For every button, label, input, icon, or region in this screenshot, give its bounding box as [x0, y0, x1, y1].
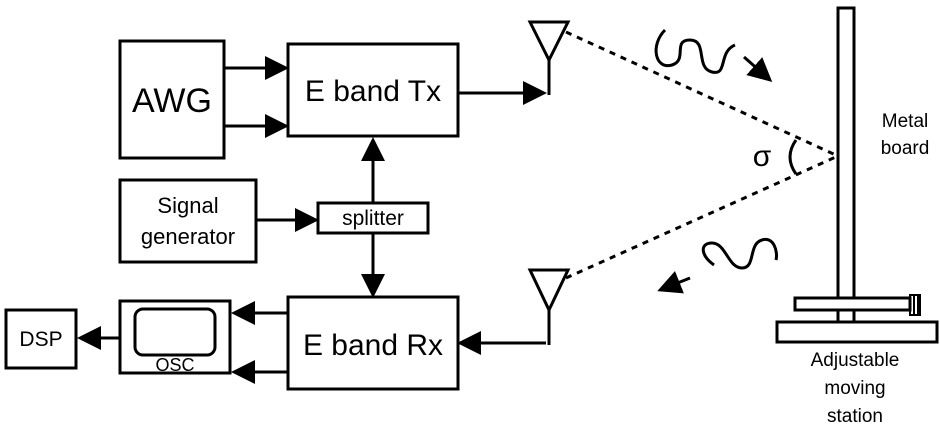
tx-block: E band Tx: [286, 42, 460, 138]
incident-wave-icon: [654, 28, 773, 82]
metal-label-line1: Metal: [882, 111, 928, 132]
adjustable-moving-station: [775, 294, 939, 344]
awg-block: AWG: [118, 39, 226, 160]
signal-generator-label-line2: generator: [141, 224, 235, 249]
signal-generator-label-line1: Signal: [157, 193, 218, 218]
reflected-wave-icon: [657, 237, 778, 294]
angle-arc: [788, 139, 798, 175]
awg-label: AWG: [132, 82, 212, 120]
tx-label: E band Tx: [305, 75, 441, 108]
rx-beam-path: [565, 154, 839, 280]
station-label-line1: Adjustable: [811, 350, 900, 371]
osc-screen: [133, 307, 217, 357]
rx-label: E band Rx: [303, 329, 443, 362]
station-label-line2: moving: [824, 378, 885, 399]
signal-generator-block: Signal generator: [118, 178, 258, 264]
tx-beam-path: [565, 30, 839, 158]
tx-antenna-icon: [527, 20, 571, 95]
metal-board: [836, 6, 856, 300]
dsp-label: DSP: [19, 328, 62, 351]
splitter-block: splitter: [316, 201, 430, 235]
osc-block: OSC: [118, 299, 232, 375]
splitter-label: splitter: [342, 207, 404, 230]
rx-antenna-icon: [527, 268, 571, 345]
sigma-label: σ: [753, 140, 772, 173]
metal-label-line2: board: [881, 138, 930, 159]
dsp-block: DSP: [4, 308, 78, 370]
station-label-line3: station: [827, 406, 883, 427]
osc-label: OSC: [155, 355, 194, 375]
rx-block: E band Rx: [286, 295, 460, 391]
